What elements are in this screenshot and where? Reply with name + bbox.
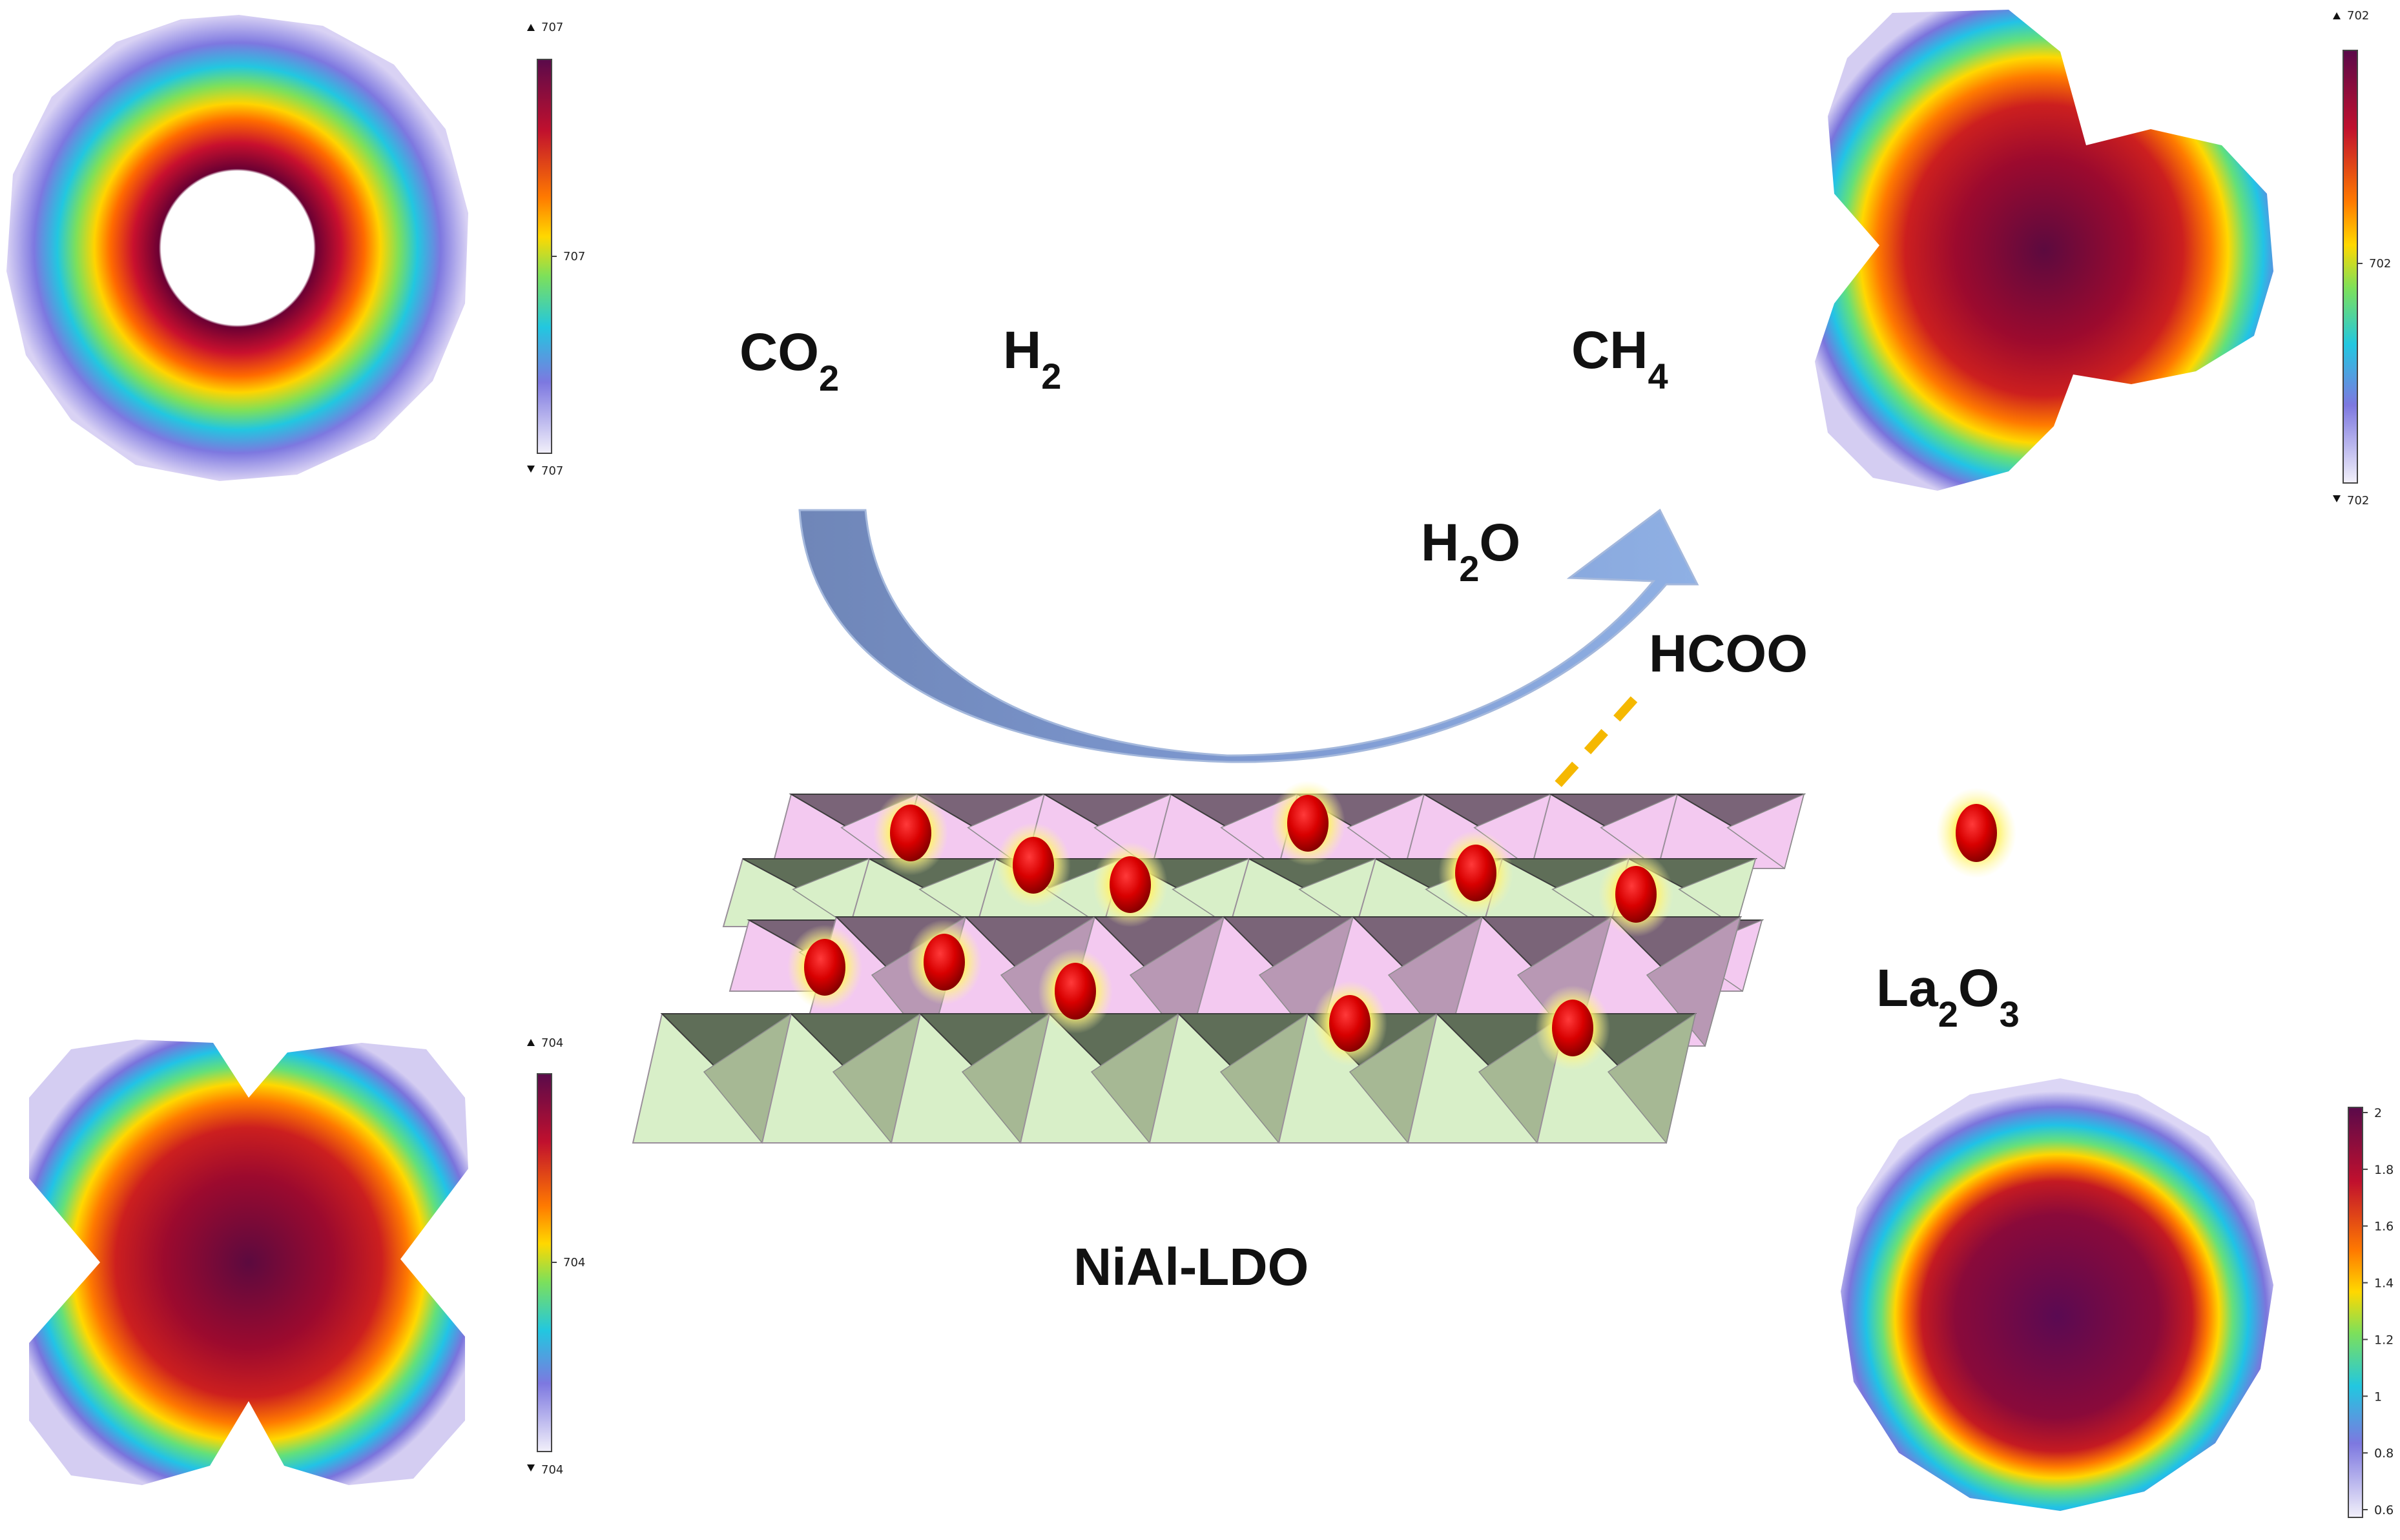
- down-triangle-icon: [2333, 495, 2341, 502]
- oxygen-site: [1615, 866, 1657, 923]
- oxygen-site: [1329, 995, 1371, 1052]
- reaction-arrow: [800, 510, 1697, 762]
- colorbar-mid-label: 704: [563, 1256, 585, 1269]
- colorbar-min-label: 702: [2347, 494, 2369, 508]
- colorbar-mid-label: 702: [2369, 257, 2391, 271]
- co2-label: CO2: [740, 323, 839, 398]
- la2o3-site: [1936, 788, 2016, 878]
- colorbar-top-right: 702 702 702: [2333, 9, 2391, 508]
- up-triangle-icon: [527, 1039, 535, 1046]
- oxygen-site: [1013, 837, 1054, 894]
- h2o-label: H2O: [1421, 513, 1520, 589]
- up-triangle-icon: [2333, 12, 2341, 19]
- oxygen-site: [1455, 845, 1496, 901]
- ch4-label: CH4: [1571, 321, 1668, 396]
- colorbar-max-label: 702: [2347, 9, 2369, 23]
- colorbar-min-label: 704: [541, 1463, 563, 1477]
- colorbar-min-label: 707: [541, 464, 563, 478]
- oxygen-site: [804, 939, 845, 996]
- oxygen-site: [924, 934, 965, 991]
- colorbar-max-label: 704: [541, 1036, 563, 1050]
- down-triangle-icon: [527, 1464, 535, 1472]
- ldo-layered-structure: [633, 781, 1804, 1143]
- colorbar-mid-label: 707: [563, 250, 585, 263]
- oxygen-site: [1287, 795, 1329, 852]
- colorbar-tick-label: 1: [2374, 1390, 2382, 1404]
- oxygen-site: [1552, 1000, 1593, 1056]
- colorbar-tick-label: 1.8: [2374, 1163, 2394, 1177]
- colorbar-tick-label: 1.4: [2374, 1277, 2394, 1291]
- oxygen-site: [890, 805, 931, 861]
- down-triangle-icon: [527, 466, 535, 473]
- colorbar-tick-label: 2: [2374, 1106, 2382, 1120]
- colorbar-bottom-left: 704 704 704: [527, 1036, 585, 1477]
- colorbar-bottom-right: 2 1.8 1.6 1.4 1.2 1 0.8 0.6: [2348, 1106, 2394, 1517]
- la2o3-label: La2O3: [1876, 959, 2020, 1034]
- colorbar-tick-label: 0.6: [2374, 1503, 2394, 1517]
- up-triangle-icon: [527, 24, 535, 31]
- oxygen-site: [1055, 963, 1096, 1020]
- hcoo-label: HCOO: [1649, 624, 1808, 683]
- nial-ldo-label: NiAl-LDO: [1073, 1238, 1309, 1297]
- octagon-field-map: [1841, 1078, 2273, 1511]
- colorbar-top-left: 707 707 707: [527, 21, 585, 478]
- h2-label: H2: [1003, 321, 1061, 396]
- colorbar-tick-label: 0.8: [2374, 1446, 2394, 1461]
- colorbar-max-label: 707: [541, 21, 563, 34]
- ring-field-map: [6, 15, 468, 481]
- colorbar-tick-label: 1.2: [2374, 1333, 2394, 1347]
- trilobe-field-map: [1815, 10, 2273, 491]
- colorbar-tick-label: 1.6: [2374, 1220, 2394, 1234]
- cross-field-map: [29, 1040, 468, 1485]
- oxygen-site: [1110, 856, 1151, 913]
